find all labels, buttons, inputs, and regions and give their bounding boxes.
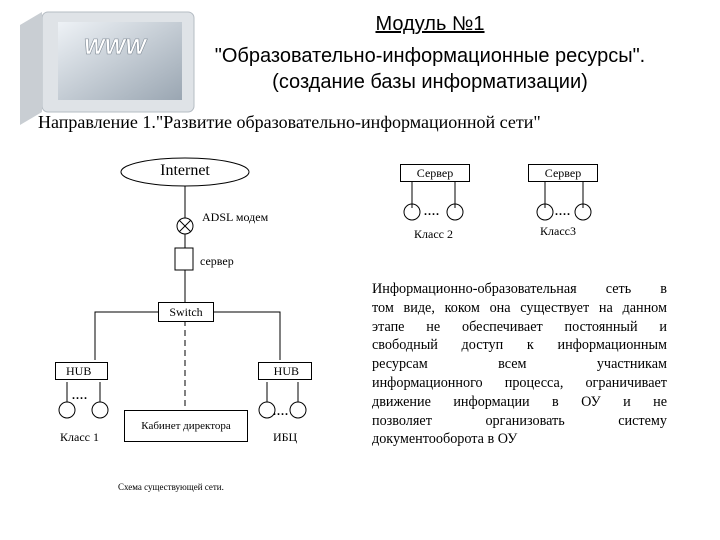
page-subtitle-note: (создание базы информатизации) [272, 71, 588, 93]
modem-icon [176, 217, 194, 235]
description-text: Информационно-образовательная сеть в том… [372, 280, 667, 449]
description-line: том виде, коком она существует на данном [372, 299, 667, 316]
ibc-pc-b [289, 401, 307, 419]
class1-label: Класс 1 [60, 430, 99, 444]
description-line: информационного процесса, ограничивает [372, 374, 667, 391]
class3-label: Класс3 [540, 224, 576, 238]
class1-pc-a [58, 401, 76, 419]
class1-dots: .... [72, 388, 88, 402]
class3-pc-a [536, 203, 554, 221]
class1-pc-b [91, 401, 109, 419]
class2-pc-a [403, 203, 421, 221]
local-server-box [174, 247, 194, 271]
logo-text: WWW [82, 34, 149, 59]
ibc-pc-a [258, 401, 276, 419]
direction-heading: Направление 1."Развитие образовательно-и… [38, 112, 541, 132]
description-line: этапе не обеспечивает постоянный и [372, 318, 667, 335]
server3-box: Сервер [528, 164, 598, 182]
director-office-box: Кабинет директора [124, 410, 248, 442]
description-line: документооборота в ОУ [372, 431, 518, 448]
class2-dots: .... [424, 204, 440, 218]
hub-left-box: HUB [55, 362, 108, 380]
diagram-caption: Схема существующей сети. [118, 482, 224, 492]
server2-box: Сервер [400, 164, 470, 182]
class3-pc-b [574, 203, 592, 221]
hub-right-box: HUB [258, 362, 312, 380]
switch-box: Switch [158, 302, 214, 322]
description-line: Информационно-образовательная сеть в [372, 281, 667, 297]
description-line: движение информации в ОУ и не [372, 393, 667, 410]
ibc-label: ИБЦ [273, 430, 298, 444]
class3-dots: .... [555, 204, 571, 218]
class2-pc-b [446, 203, 464, 221]
description-line: ресурсам всем участникам [372, 356, 667, 373]
local-server-label: сервер [200, 254, 234, 268]
description-line: позволяет организовать систему [372, 412, 667, 429]
ibc-dots: .... [273, 404, 289, 418]
description-line: свободный доступ к информационным [372, 337, 667, 354]
class2-label: Класс 2 [414, 227, 453, 241]
page-title: Модуль №1 [375, 13, 485, 35]
adsl-modem-label: ADSL модем [202, 210, 269, 224]
internet-label: Internet [160, 162, 210, 179]
page-subtitle: "Образовательно-информационные ресурсы". [214, 45, 646, 67]
